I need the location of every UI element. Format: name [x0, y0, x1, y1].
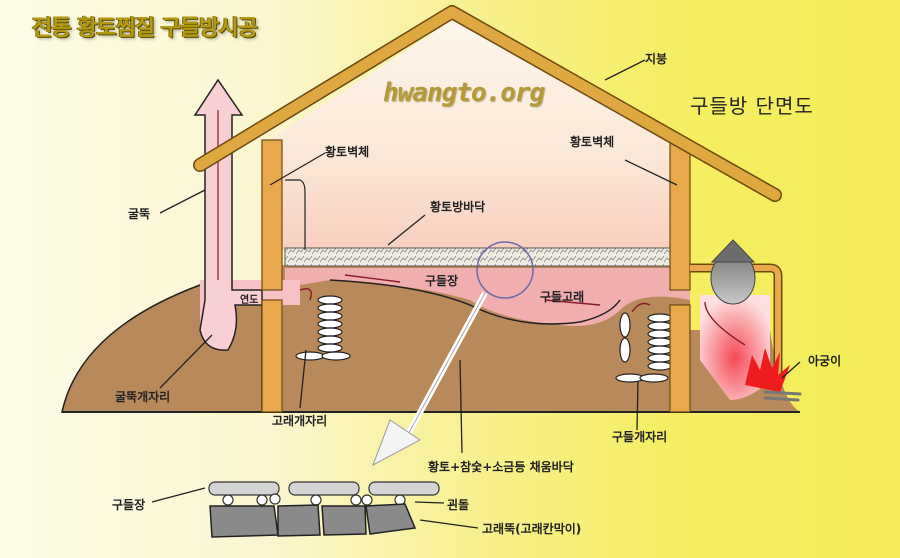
- room-floor-layer: [284, 247, 691, 267]
- label-flue: 연도: [240, 295, 259, 306]
- wall-posts: [261, 139, 691, 413]
- label-chimney-pit: 굴뚝개자리: [115, 390, 171, 404]
- firebox-pot: [690, 239, 783, 380]
- label-gudeuljang: 구들장: [425, 274, 459, 288]
- label-wall-left: 황토벽체: [325, 145, 370, 159]
- label-chimney: 굴뚝: [128, 207, 151, 221]
- diagram-subtitle: 구들방 단면도: [690, 94, 814, 118]
- detail-label-gudeuljang: 구들장: [112, 498, 146, 512]
- label-roof: 지붕: [645, 52, 668, 66]
- leader-lines: [151, 59, 801, 529]
- gudeul-detail-section: [208, 481, 440, 538]
- label-fill-floor: 황토+참숯+소금등 채움바닥: [428, 460, 574, 474]
- label-gudeul-gorae: 구들고래: [540, 290, 585, 304]
- label-room-floor: 황토방바닥: [430, 200, 486, 214]
- label-firebox: 아궁이: [808, 354, 842, 368]
- label-wall-right: 황토벽체: [570, 135, 615, 149]
- fire-icon: [745, 348, 802, 402]
- label-gudeul-pit: 구들개자리: [612, 430, 668, 444]
- detail-label-gorae-wall: 고래뚝(고래칸막이): [482, 522, 582, 536]
- watermark: hwangto.org: [383, 78, 545, 108]
- detail-highlight-circle: [476, 241, 534, 299]
- chimney: [193, 78, 263, 351]
- stone-support-left: [295, 295, 351, 361]
- heat-flow-arrows: [299, 274, 746, 346]
- label-gorae-pit: 고래개자리: [272, 414, 328, 428]
- door-frame: [285, 179, 306, 250]
- stone-support-right: [615, 312, 673, 383]
- roof: [193, 5, 782, 202]
- detail-label-support-stone: 괸돌: [447, 498, 470, 512]
- page-title: 전통 황토찜질 구들방시공: [32, 16, 258, 41]
- detail-pointer-arrow: [372, 291, 488, 467]
- room-interior: [262, 20, 690, 250]
